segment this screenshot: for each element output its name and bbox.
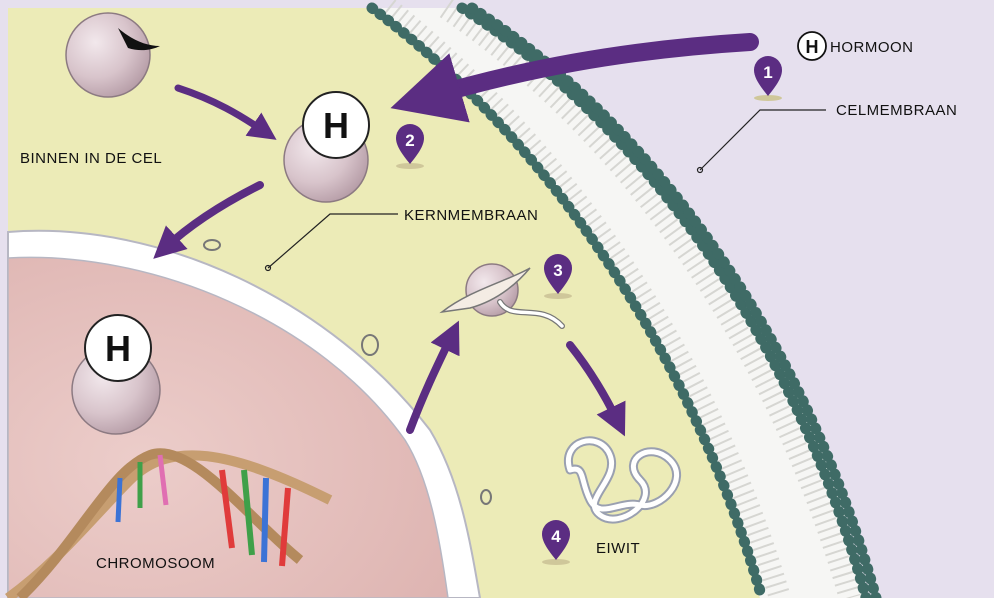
hormone-symbol-cell: H (323, 105, 349, 146)
step-number-3: 3 (553, 261, 562, 280)
label-eiwit: EIWIT (596, 540, 640, 557)
label-celmembraan: CELMEMBRAAN (836, 102, 957, 119)
step-number-2: 2 (405, 131, 414, 150)
legend-hormoon: H HORMOON (798, 32, 914, 60)
step-number-4: 4 (551, 527, 561, 546)
celmembraan-leader (700, 110, 826, 170)
label-hormoon: HORMOON (830, 39, 914, 56)
hormone-symbol-nucleus: H (105, 328, 131, 369)
label-binnen-in-de-cel: BINNEN IN DE CEL (20, 150, 162, 167)
step-marker-1: 1 (754, 56, 782, 101)
label-kernmembraan: KERNMEMBRAAN (404, 207, 538, 224)
legend-hormone-symbol: H (806, 37, 819, 57)
step-number-1: 1 (763, 63, 772, 82)
label-chromosoom: CHROMOSOOM (96, 555, 215, 572)
